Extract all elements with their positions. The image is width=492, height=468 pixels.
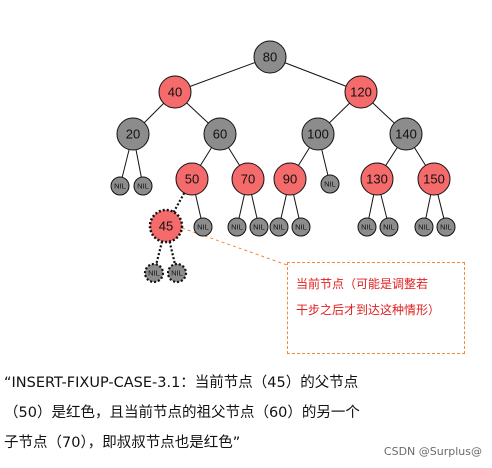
- tree-node-90: [273, 162, 307, 196]
- nil-node: [143, 262, 165, 284]
- tree-node-40: [158, 75, 192, 109]
- nil-label: NIL: [137, 182, 149, 191]
- nil-label: NIL: [295, 223, 307, 232]
- nil-node: [320, 174, 340, 194]
- nil-label: NIL: [418, 223, 430, 232]
- nil-label: NIL: [171, 269, 183, 278]
- tree-node-100: [301, 117, 335, 151]
- nil-node: [193, 217, 213, 237]
- annotation-line-1: 当前节点（可能是调整若: [296, 277, 429, 291]
- nil-label: NIL: [231, 223, 243, 232]
- watermark: CSDN @Surplus@: [383, 445, 482, 458]
- tree-node-label-70: 70: [241, 172, 255, 187]
- nil-label: NIL: [197, 223, 209, 232]
- nil-node: [414, 217, 434, 237]
- nil-node: [133, 176, 153, 196]
- tree-node-20: [116, 117, 150, 151]
- nil-label: NIL: [253, 223, 265, 232]
- tree-node-60: [203, 117, 237, 151]
- nil-label: NIL: [440, 223, 452, 232]
- tree-node-label-150: 150: [423, 172, 445, 187]
- tree-node-label-45: 45: [159, 219, 173, 234]
- tree-node-45: [148, 208, 184, 244]
- tree-node-label-90: 90: [283, 172, 297, 187]
- tree-node-label-120: 120: [350, 85, 372, 100]
- tree-node-label-60: 60: [213, 127, 227, 142]
- nil-label: NIL: [361, 223, 373, 232]
- tree-node-80: [253, 40, 287, 74]
- nil-node: [269, 217, 289, 237]
- nil-node: [110, 176, 130, 196]
- tree-node-label-20: 20: [126, 127, 140, 142]
- nil-label: NIL: [324, 180, 336, 189]
- nil-node: [379, 217, 399, 237]
- tree-edge: [174, 56, 271, 93]
- nil-node: [166, 262, 188, 284]
- tree-node-label-40: 40: [168, 85, 182, 100]
- tree-node-130: [360, 162, 394, 196]
- nil-node: [291, 217, 311, 237]
- nil-node: [436, 217, 456, 237]
- current-node-annotation-box: 当前节点（可能是调整若 干步之后才到达这种情形）: [287, 262, 465, 354]
- nil-label: NIL: [273, 223, 285, 232]
- tree-node-120: [344, 75, 378, 109]
- tree-node-label-140: 140: [395, 127, 417, 142]
- tree-node-label-80: 80: [263, 50, 277, 65]
- caption-line-2: （50）是红色，且当前节点的祖父节点（60）的另一个: [4, 405, 360, 421]
- case-caption: “INSERT-FIXUP-CASE-3.1：当前节点（45）的父节点 （50）…: [4, 368, 490, 458]
- caption-line-3: 子节点（70），即叔叔节点也是红色”: [4, 435, 241, 451]
- nil-label: NIL: [148, 269, 160, 278]
- nil-label: NIL: [114, 182, 126, 191]
- tree-node-50: [175, 162, 209, 196]
- annotation-line-2: 干步之后才到达这种情形）: [296, 303, 441, 317]
- nil-node: [357, 217, 377, 237]
- tree-node-label-130: 130: [366, 172, 388, 187]
- nil-label: NIL: [383, 223, 395, 232]
- nil-node: [249, 217, 269, 237]
- caption-line-1: “INSERT-FIXUP-CASE-3.1：当前节点（45）的父节点: [4, 375, 359, 391]
- nil-node: [227, 217, 247, 237]
- tree-node-140: [389, 117, 423, 151]
- tree-node-70: [231, 162, 265, 196]
- tree-node-150: [417, 162, 451, 196]
- tree-node-label-50: 50: [185, 172, 199, 187]
- tree-node-label-100: 100: [307, 127, 329, 142]
